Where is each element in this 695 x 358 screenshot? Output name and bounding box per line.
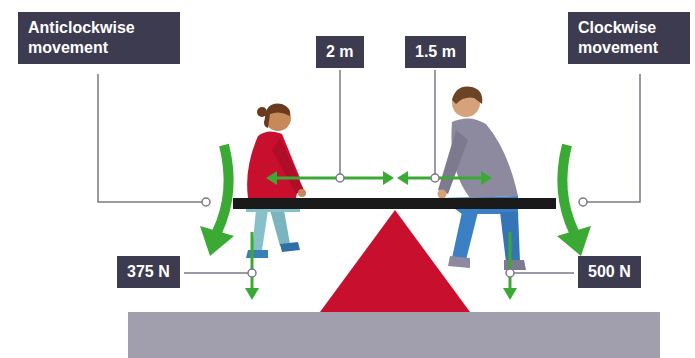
distance-arrows: [266, 171, 492, 185]
leader-line: [587, 74, 640, 202]
girl-shoe: [246, 250, 268, 258]
leader-line: [434, 70, 436, 174]
arrowhead: [503, 288, 517, 300]
arrowhead: [266, 171, 277, 185]
force-arrow: [251, 232, 254, 290]
girl-shoe: [280, 242, 300, 252]
arrowhead: [383, 171, 394, 185]
distance-arrow: [274, 177, 386, 180]
leader-line: [514, 272, 574, 274]
arrowhead: [200, 226, 234, 256]
arrowhead: [481, 171, 492, 185]
boy-hair: [452, 87, 482, 104]
ground: [128, 312, 660, 358]
leader-dot: [506, 269, 514, 277]
force-label: 500 N: [578, 256, 641, 288]
boy-sweater: [451, 118, 518, 198]
boy-hand: [438, 190, 447, 199]
callout-box: Anticlockwise movement: [18, 12, 180, 64]
girl-hair: [264, 104, 290, 128]
boy-leg: [452, 212, 478, 260]
boy-arm: [438, 130, 468, 194]
leader-dots: [202, 174, 587, 277]
label-text: 1.5 m: [415, 42, 456, 62]
leader-dot: [431, 174, 439, 182]
anticlockwise-arrow: [217, 145, 229, 232]
pivot-triangle: [320, 210, 470, 312]
leader-dot: [202, 198, 210, 206]
label-text: 375 N: [127, 262, 170, 282]
leader-dot: [336, 174, 344, 182]
label-text: Anticlockwise movement: [28, 18, 170, 58]
leader-lines: [98, 70, 640, 273]
girl-leg: [270, 210, 290, 246]
seesaw-beam: [233, 198, 556, 209]
label-text: Clockwise movement: [578, 18, 680, 58]
arrowhead: [397, 171, 408, 185]
dimension-label: 2 m: [316, 36, 364, 68]
leader-dot: [579, 198, 587, 206]
leader-line: [184, 272, 248, 274]
girl-figure: [246, 104, 306, 258]
force-arrows: [245, 232, 517, 300]
girl-arm: [272, 138, 304, 194]
girl-ponytail: [257, 107, 267, 117]
label-text: 2 m: [326, 42, 354, 62]
clockwise-arrow: [562, 145, 574, 232]
boy-shoe: [448, 256, 470, 268]
distance-arrow: [404, 177, 484, 180]
leader-dot: [248, 269, 256, 277]
arrowhead: [557, 226, 591, 256]
leader-line: [98, 74, 202, 202]
girl-leg: [252, 210, 268, 250]
force-label: 375 N: [117, 256, 180, 288]
boy-shoe: [504, 260, 526, 270]
girl-hand: [298, 189, 306, 197]
leader-line: [339, 70, 341, 174]
turning-arrows: [200, 145, 591, 256]
callout-box: Clockwise movement: [568, 12, 690, 64]
arrowhead: [245, 288, 259, 300]
force-arrow: [509, 232, 512, 290]
label-text: 500 N: [588, 262, 631, 282]
dimension-label: 1.5 m: [405, 36, 466, 68]
